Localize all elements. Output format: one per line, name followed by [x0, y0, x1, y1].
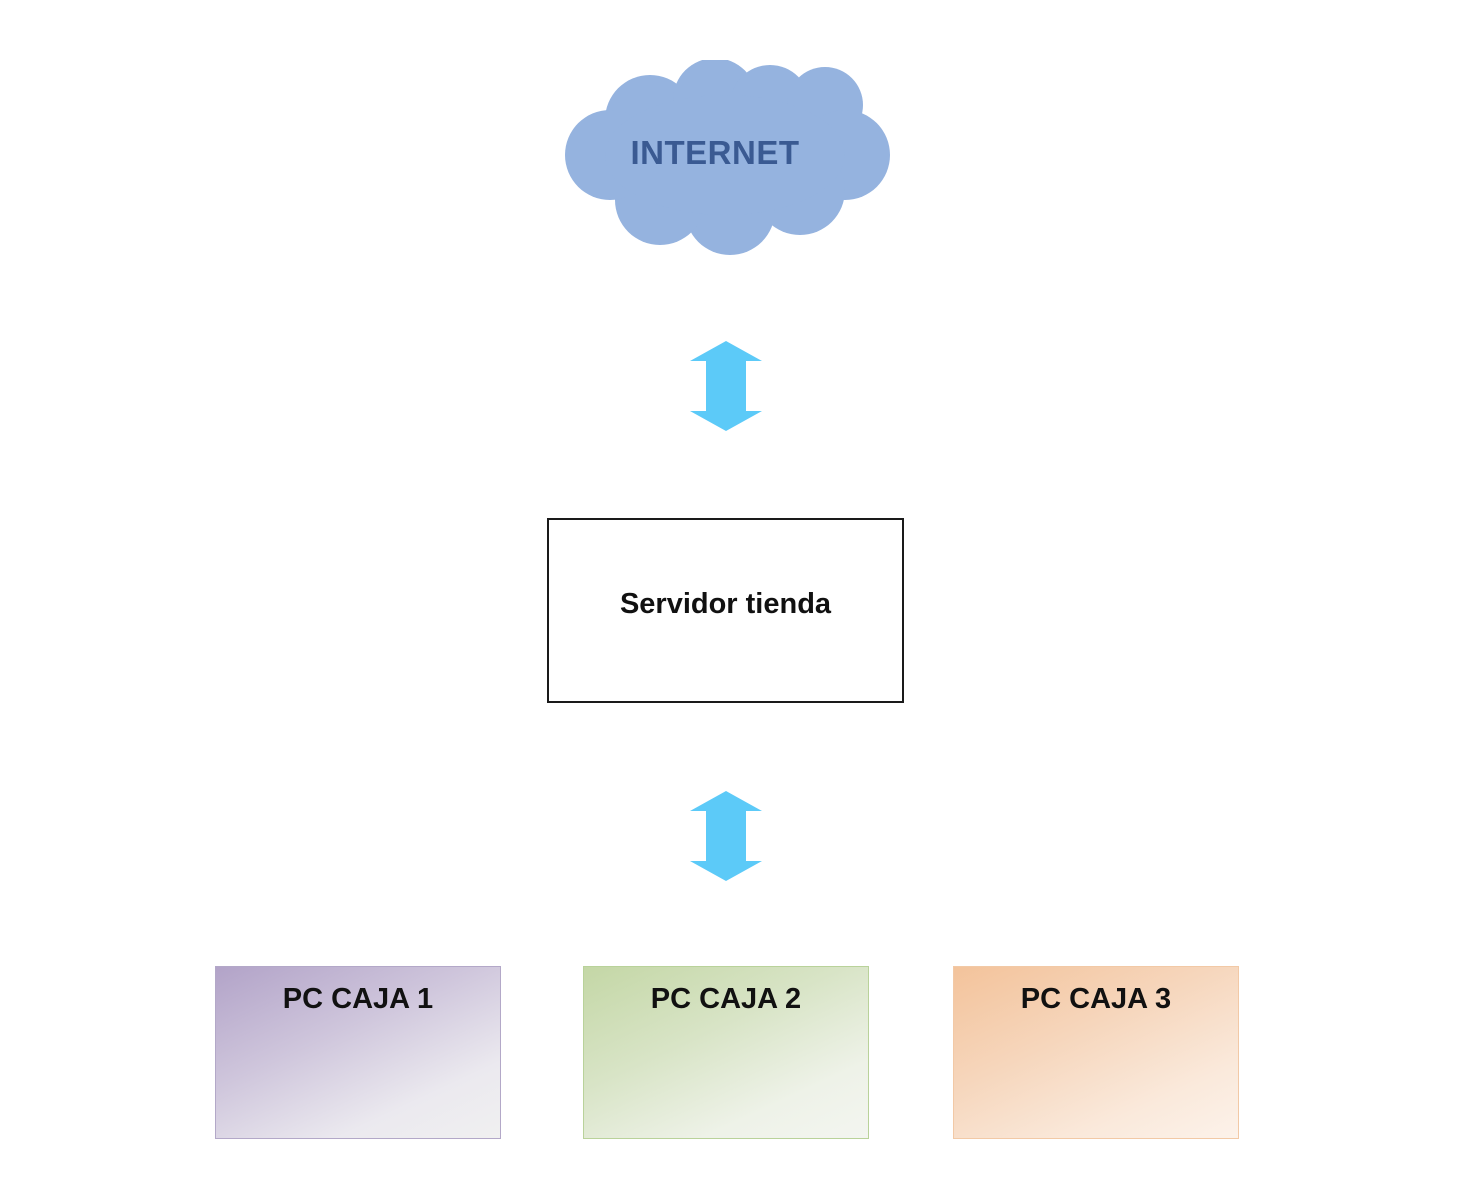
cloud-icon — [565, 60, 890, 255]
internet-cloud: INTERNET — [555, 60, 895, 260]
pc-caja-2-box: PC CAJA 2 — [583, 966, 869, 1139]
arrow-server-pcs — [688, 791, 764, 881]
double-vertical-arrow-icon — [690, 341, 762, 431]
pc-caja-2-label: PC CAJA 2 — [650, 983, 802, 1015]
server-label: Servidor tienda — [619, 588, 832, 620]
pc-caja-1-box: PC CAJA 1 — [215, 966, 501, 1139]
server-box: Servidor tienda — [547, 518, 904, 703]
pc-caja-3-box: PC CAJA 3 — [953, 966, 1239, 1139]
arrow-internet-server — [688, 341, 764, 431]
double-vertical-arrow-icon — [690, 791, 762, 881]
pc-caja-3-label: PC CAJA 3 — [1020, 983, 1172, 1015]
internet-label: INTERNET — [630, 134, 800, 171]
pc-caja-1-label: PC CAJA 1 — [282, 983, 434, 1015]
